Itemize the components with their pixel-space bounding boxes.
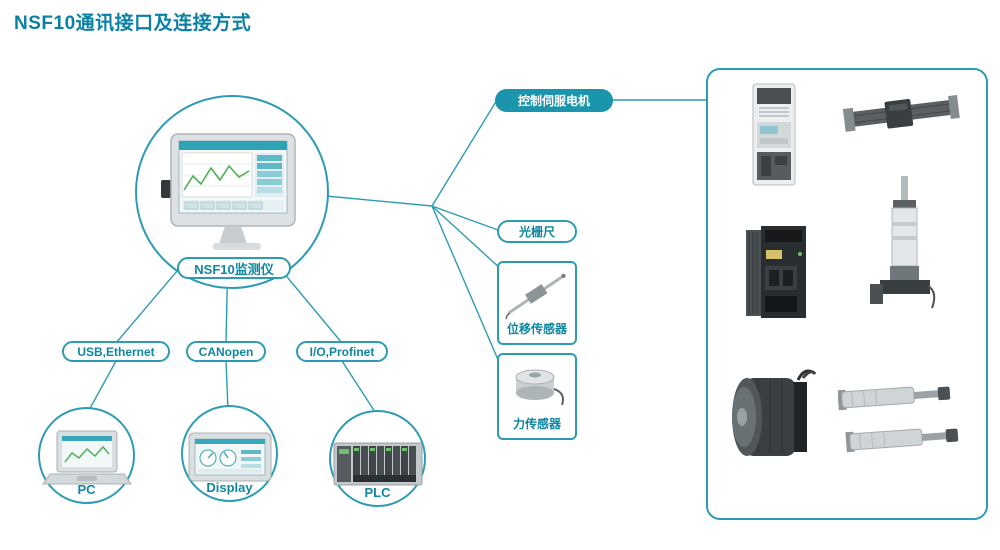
device-circle-plc: PLC <box>329 410 426 507</box>
servo-products-panel <box>706 68 988 520</box>
hub-label: NSF10监测仪 <box>177 257 291 279</box>
linear-actuator-module-image <box>842 95 960 132</box>
servo-drive-image-2 <box>746 226 806 318</box>
hub-circle <box>135 95 329 289</box>
force-sensor-label: 力传感器 <box>512 417 561 431</box>
displacement-sensor-image <box>505 273 566 320</box>
device-label-pc: PC <box>77 482 96 497</box>
hmi-display-image <box>188 432 271 481</box>
interface-label-usb-ethernet: USB,Ethernet <box>62 341 170 362</box>
device-circle-display: Display <box>181 405 278 502</box>
plc-image <box>333 442 422 485</box>
servo-motor-image <box>732 369 816 456</box>
interface-label-io-profinet: I/O,Profinet <box>296 341 388 362</box>
device-label-plc: PLC <box>364 485 391 500</box>
electric-cylinder-image <box>870 176 936 309</box>
laptop-image <box>41 430 132 484</box>
device-circle-pc: PC <box>38 407 135 504</box>
linear-scale-label: 光栅尺 <box>497 220 577 243</box>
servo-drive-image-1 <box>752 83 796 186</box>
displacement-sensor-box: 位移传感器 <box>497 261 577 345</box>
force-sensor-box: 力传感器 <box>497 353 577 440</box>
displacement-sensor-label: 位移传感器 <box>506 322 567 336</box>
nsf10-monitor-image <box>161 132 296 250</box>
device-label-display: Display <box>206 480 253 495</box>
interface-label-canopen: CANopen <box>186 341 266 362</box>
linear-actuator-pair-image <box>838 386 959 453</box>
page-title: NSF10通讯接口及连接方式 <box>14 13 252 34</box>
servo-motor-control-label: 控制伺服电机 <box>495 89 613 112</box>
force-sensor-image <box>515 369 564 406</box>
